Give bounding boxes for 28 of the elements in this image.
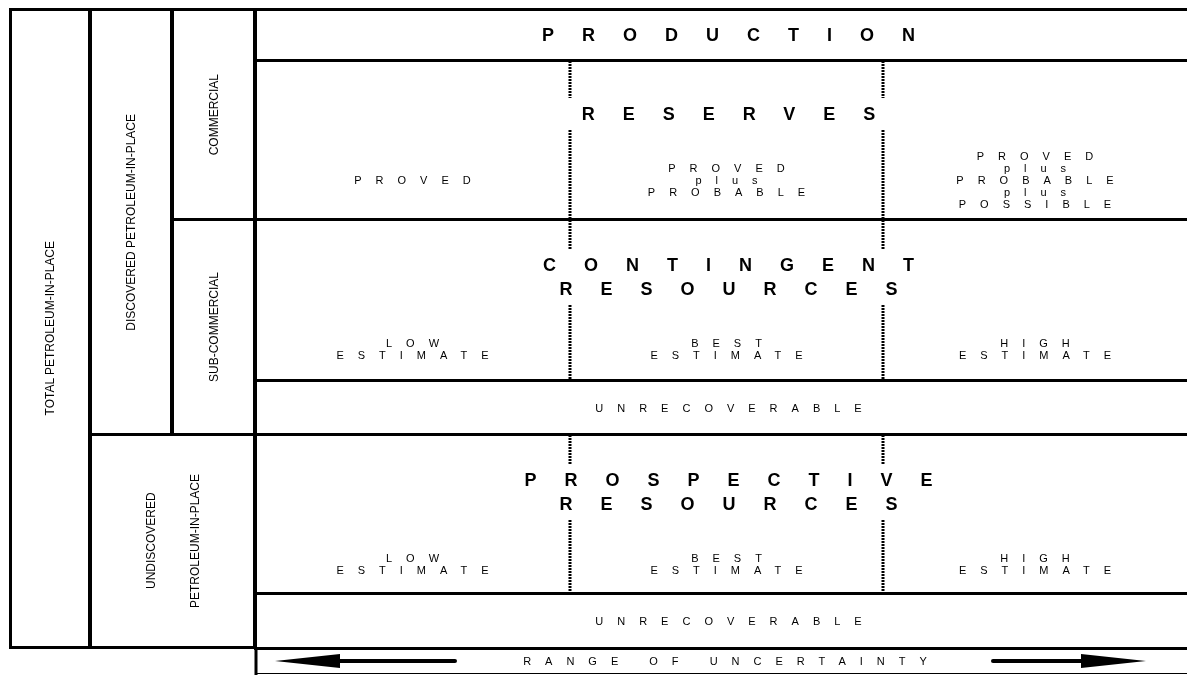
category-panel [171, 8, 256, 221]
estimate-label: BEST ESTIMATE [649, 552, 817, 576]
band-heading: PROSPECTIVE RESOURCES [523, 469, 961, 516]
category-label: TOTAL PETROLEUM-IN-PLACE [43, 241, 57, 416]
estimate-label: PROVED [353, 174, 485, 186]
category-label: UNDISCOVERED PETROLEUM-IN-PLACE [142, 473, 203, 610]
category-panel [89, 433, 256, 649]
estimate-label: PROVED plus PROBABLE plus POSSIBLE [955, 150, 1128, 210]
estimate-label: HIGH ESTIMATE [957, 337, 1126, 361]
band-heading: PRODUCTION [541, 24, 943, 47]
category-panel [89, 8, 173, 436]
category-label: SUB-COMMERCIAL [206, 272, 221, 382]
axis-label: RANGE OF UNCERTAINTY [522, 655, 941, 667]
category-label: COMMERCIAL [206, 73, 221, 156]
band-heading: UNRECOVERABLE [594, 615, 876, 627]
band-heading: CONTINGENT RESOURCES [542, 254, 942, 301]
class-band [254, 8, 1187, 62]
class-band [254, 592, 1187, 650]
category-panel [171, 218, 256, 436]
estimate-label: LOW ESTIMATE [335, 337, 503, 361]
category-label: DISCOVERED PETROLEUM-IN-PLACE [124, 113, 138, 331]
estimate-label: LOW ESTIMATE [335, 552, 503, 576]
estimate-label: HIGH ESTIMATE [957, 552, 1126, 576]
band-heading: UNRECOVERABLE [594, 401, 876, 414]
category-panel [9, 8, 91, 649]
estimate-label: BEST ESTIMATE [649, 337, 817, 361]
estimate-label: PROVED plus PROBABLE [646, 162, 820, 198]
band-heading: RESERVES [580, 103, 904, 126]
